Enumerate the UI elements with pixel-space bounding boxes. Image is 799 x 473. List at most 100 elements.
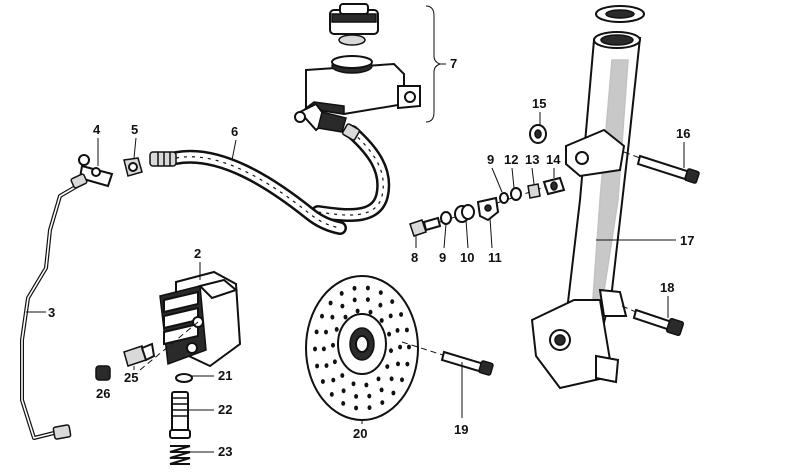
leader-6: [231, 139, 237, 161]
callout-4: 4: [93, 122, 101, 137]
callout-5: 5: [131, 122, 138, 137]
callout-11: 11: [488, 250, 502, 265]
callout-26: 26: [96, 386, 110, 401]
callout-19: 19: [454, 422, 468, 437]
callout-12: 12: [504, 152, 518, 167]
brake-caliper-2: [159, 270, 242, 368]
callout-3: 3: [48, 305, 55, 320]
banjo-clip-4: [78, 154, 114, 188]
disc-hole: [343, 314, 348, 320]
disc-hole: [378, 290, 383, 295]
disc-hole: [367, 393, 372, 399]
bolt-19: [401, 341, 494, 376]
brake-hose-6: [149, 149, 347, 235]
nut-10: [454, 204, 475, 223]
screw-8: [409, 216, 442, 237]
callout-13: 13: [525, 152, 539, 167]
nut-14: [542, 176, 566, 196]
brake-disc-20: [305, 275, 419, 421]
brake-line-3: [20, 173, 88, 440]
brake-fluid-reservoir-cap: [329, 3, 379, 46]
disc-hole: [331, 377, 336, 383]
disc-hole: [385, 364, 390, 369]
callout-23: 23: [218, 444, 232, 459]
disc-hole: [329, 392, 334, 397]
disc-hole: [364, 382, 369, 388]
leader-10: [465, 219, 469, 249]
callout-10: 10: [460, 250, 474, 265]
disc-hole: [355, 308, 360, 314]
callout-15: 15: [532, 96, 546, 111]
disc-hole: [321, 346, 326, 352]
o-ring-21: [175, 373, 193, 383]
disc-hole: [389, 348, 393, 354]
callout-2: 2: [194, 246, 201, 261]
leader-9-upper: [491, 167, 503, 193]
disc-hole: [328, 300, 333, 306]
disc-hole: [378, 302, 383, 308]
callout-25: 25: [124, 370, 138, 385]
bracket-11: [476, 196, 500, 222]
disc-hole: [320, 313, 324, 319]
callout-21: 21: [218, 368, 232, 383]
disc-hole: [405, 361, 410, 367]
disc-hole: [398, 344, 403, 350]
nut-5: [123, 157, 143, 177]
disc-hole: [368, 309, 373, 315]
leader-12: [511, 167, 515, 189]
disc-hole: [400, 377, 404, 383]
spacer-13: [527, 183, 541, 199]
bleeder-screw-25: [123, 342, 156, 367]
leader-5: [133, 137, 137, 159]
disc-hole: [351, 381, 356, 387]
nut-15: [529, 124, 547, 144]
callout-8: 8: [411, 250, 418, 265]
disc-hole: [391, 390, 396, 396]
spring-23: [169, 445, 191, 465]
callout-14: 14: [546, 152, 561, 167]
disc-hole: [367, 405, 372, 411]
disc-hole: [320, 379, 325, 384]
callout-9-upper: 9: [487, 152, 494, 167]
disc-hole: [354, 394, 359, 399]
callout-17: 17: [680, 233, 694, 248]
disc-hole: [388, 313, 393, 319]
disc-hole: [365, 297, 370, 302]
disc-hole: [395, 328, 400, 333]
disc-hole: [354, 405, 359, 411]
washer-9-upper: [499, 192, 509, 204]
disc-hole: [339, 291, 344, 296]
callout-6: 6: [231, 124, 238, 139]
dust-cap-26: [95, 365, 111, 381]
disc-hole: [352, 285, 357, 291]
callout-7: 7: [450, 56, 457, 71]
disc-hole: [315, 363, 320, 369]
disc-hole: [330, 314, 335, 320]
disc-hole: [390, 299, 395, 304]
disc-hole: [379, 387, 384, 393]
callout-22: 22: [218, 402, 232, 417]
disc-hole: [331, 342, 335, 348]
disc-hole: [399, 312, 404, 317]
callout-20: 20: [353, 426, 367, 441]
disc-hole: [340, 303, 345, 309]
bracket-7: [425, 5, 442, 123]
disc-hole: [379, 318, 384, 323]
caliper-axis: [139, 321, 199, 371]
bolt-18: [621, 305, 685, 337]
leader-9-lower: [443, 223, 447, 249]
callout-18: 18: [660, 280, 674, 295]
leader-11: [489, 217, 493, 249]
disc-hole: [352, 297, 357, 303]
disc-hole: [313, 346, 317, 352]
fork-slider-17: [530, 5, 645, 390]
disc-hole: [334, 327, 339, 332]
disc-hole: [389, 376, 394, 382]
disc-hole: [376, 376, 381, 382]
callout-16: 16: [676, 126, 690, 141]
disc-hole: [332, 359, 337, 365]
disc-hole: [407, 344, 411, 350]
master-cylinder: [294, 55, 421, 133]
